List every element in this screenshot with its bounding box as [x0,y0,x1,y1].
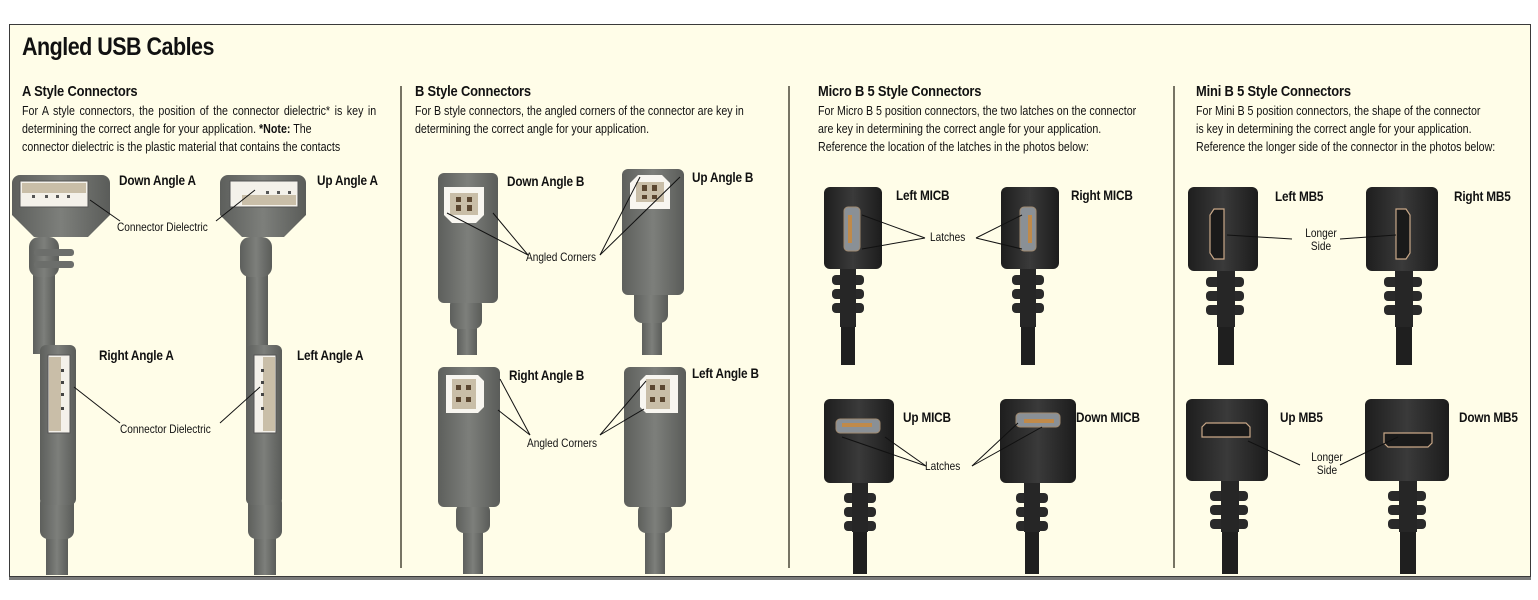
up-angle-b-label: Up Angle B [692,169,754,185]
left-angle-b-connector [624,367,686,574]
left-mb5-connector [1188,187,1258,365]
callout-line [975,237,1023,250]
latches-callout: Latches [925,459,961,473]
right-micb-connector [1001,187,1059,365]
right-angle-b-connector [438,367,500,574]
callout-line [861,214,926,239]
up-angle-a-connector [220,175,306,354]
up-mb5-label: Up MB5 [1280,409,1323,425]
down-micb-label: Down MICB [1076,409,1140,425]
column-divider [400,86,402,568]
callout-line [215,189,256,222]
callout-line [975,214,1023,239]
angled-corners-callout: Angled Corners [526,250,597,264]
down-angle-b-label: Down Angle B [507,173,585,189]
micro-desc-line-1: For Micro B 5 position connectors, the t… [818,103,1137,118]
up-mb5-connector [1186,399,1268,574]
mini-desc-line-2: is key in determining the correct angle … [1196,121,1472,136]
down-micb-connector [1000,399,1076,574]
b-desc-line-1: For B style connectors, the angled corne… [415,103,744,118]
a-desc-line-2: determining the correct angle for your a… [22,121,257,136]
left-angle-a-label: Left Angle A [297,347,364,363]
up-angle-b-connector [622,169,684,355]
column-divider [788,86,790,568]
left-angle-b-label: Left Angle B [692,365,759,381]
mini-desc-line-1: For Mini B 5 position connectors, the sh… [1196,103,1481,118]
micro-b-description: For Micro B 5 position connectors, the t… [818,102,1154,156]
mini-b-description: For Mini B 5 position connectors, the sh… [1196,102,1524,156]
b-style-description: For B style connectors, the angled corne… [415,102,769,138]
page-title: Angled USB Cables [22,33,214,61]
b-style-heading: B Style Connectors [415,83,531,100]
column-divider [1173,86,1175,568]
up-micb-connector [824,399,894,574]
angled-usb-cables-panel: Angled USB Cables A Style Connectors For… [9,24,1531,577]
down-angle-a-label: Down Angle A [119,172,196,188]
down-mb5-label: Down MB5 [1459,409,1518,425]
left-micb-label: Left MICB [896,187,950,203]
callout-line [499,378,531,436]
callout-line [1339,234,1397,240]
callout-line [492,212,529,256]
callout-line [1226,234,1293,240]
a-style-description: For A style connectors, the position of … [22,102,376,156]
a-style-heading: A Style Connectors [22,83,138,100]
up-angle-a-label: Up Angle A [317,172,378,188]
callout-line [89,199,121,222]
right-angle-a-label: Right Angle A [99,347,174,363]
connector-dielectric-callout: Connector Dielectric [120,422,211,436]
callout-line [219,386,261,424]
callout-line [497,409,531,436]
callout-line [841,436,927,467]
left-angle-a-connector [246,345,282,575]
right-micb-label: Right MICB [1071,187,1133,203]
callout-line [446,212,529,256]
left-mb5-label: Left MB5 [1275,188,1324,204]
a-desc-line-4: connector dielectric is the plastic mate… [22,139,341,154]
down-angle-b-connector [438,173,498,355]
right-mb5-label: Right MB5 [1454,188,1511,204]
a-desc-note: *Note: [259,121,291,136]
right-angle-a-connector [40,345,76,575]
angled-corners-callout: Angled Corners [527,436,598,450]
up-micb-label: Up MICB [903,409,951,425]
callout-line [1339,436,1399,466]
right-angle-b-label: Right Angle B [509,367,585,383]
callout-line [1247,440,1301,466]
down-mb5-connector [1365,399,1449,574]
callout-line [971,426,1043,467]
b-desc-line-2: determining the correct angle for your a… [415,121,650,136]
callout-line [599,176,681,256]
left-micb-connector [824,187,882,365]
longer-side-callout: Longer Side [1305,226,1337,253]
latches-callout: Latches [930,230,966,244]
connector-dielectric-callout: Connector Dielectric [117,220,208,234]
longer-side-callout: Longer Side [1311,450,1343,477]
callout-line [884,436,927,467]
a-desc-line-1: For A style connectors, the position of … [22,103,377,118]
callout-line [73,386,121,424]
callout-line [971,422,1019,467]
right-mb5-connector [1366,187,1438,365]
micro-b-heading: Micro B 5 Style Connectors [818,83,982,100]
callout-line [599,176,641,256]
micro-desc-line-3: Reference the location of the latches in… [818,139,1089,154]
callout-line [599,380,647,436]
mini-desc-line-3: Reference the longer side of the connect… [1196,139,1496,154]
micro-desc-line-2: are key in determining the correct angle… [818,121,1102,136]
down-angle-a-connector [12,175,110,354]
callout-line [861,237,926,250]
mini-b-heading: Mini B 5 Style Connectors [1196,83,1351,100]
callout-line [599,408,645,436]
a-desc-line-3: The [293,121,312,136]
